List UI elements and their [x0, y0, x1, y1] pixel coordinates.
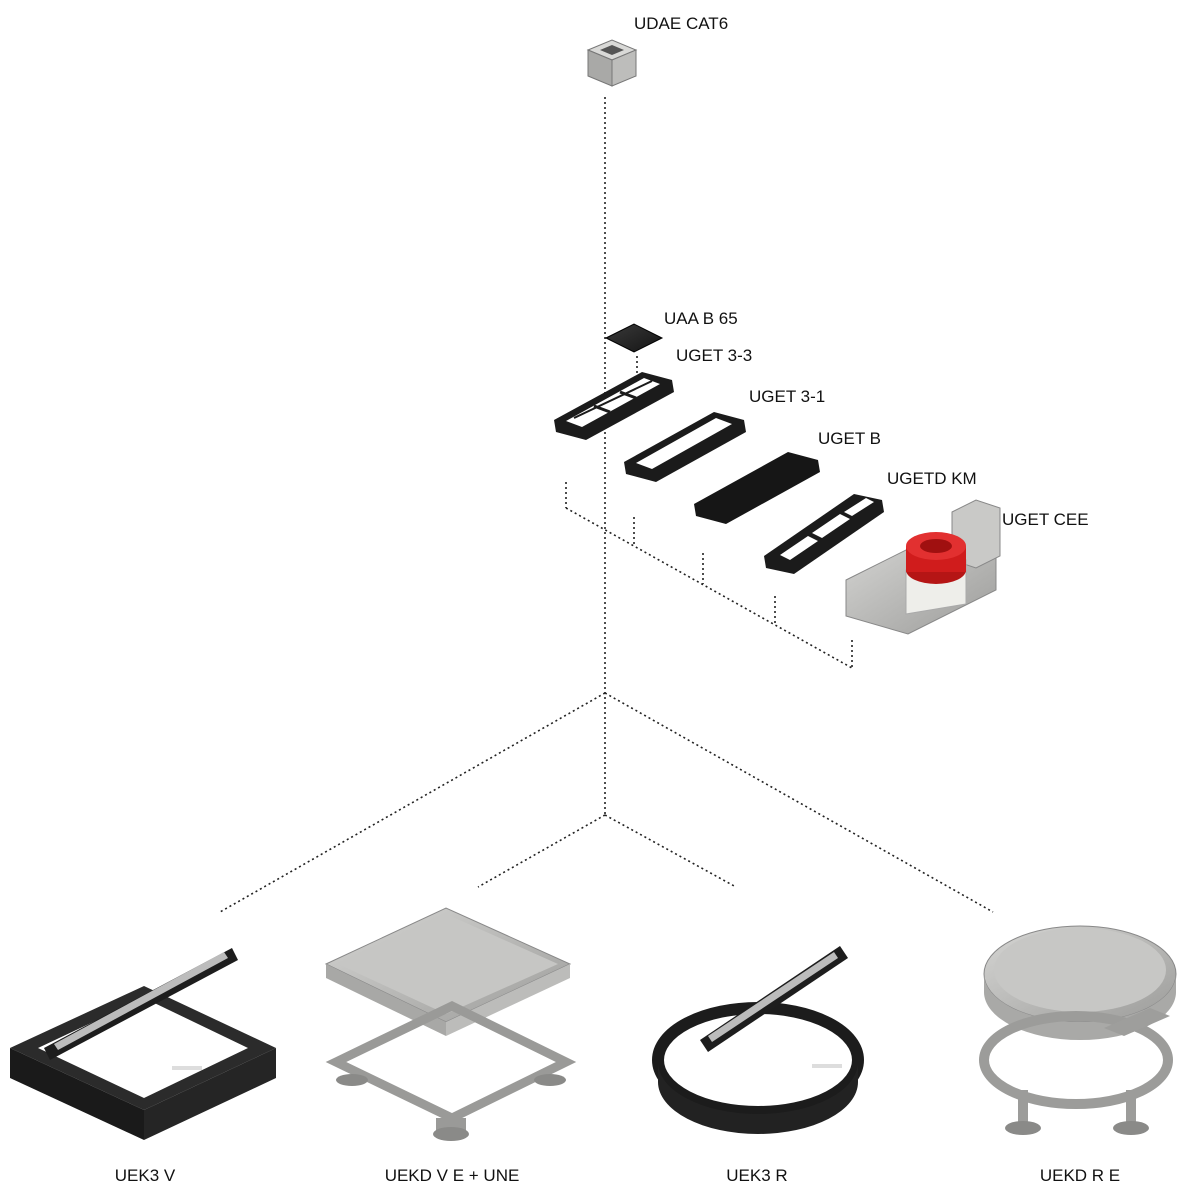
label-ugetd-km: UGETD KM — [887, 469, 977, 489]
label-uget-cee: UGET CEE — [1002, 510, 1089, 530]
uekd-v-e-une-box — [326, 908, 570, 1141]
uget-b-blank — [694, 452, 820, 524]
caption-uek3-v: UEK3 V — [70, 1166, 220, 1186]
ugetd-km-frame — [764, 494, 884, 574]
label-uget-3-1: UGET 3-1 — [749, 387, 825, 407]
uek3-v-box — [10, 948, 276, 1140]
uekd-r-e-box — [984, 926, 1176, 1135]
uaa-b65-plate — [606, 324, 662, 352]
udae-cat6-module — [588, 40, 636, 86]
uek3-r-box — [658, 946, 858, 1134]
label-udae-cat6: UDAE CAT6 — [634, 14, 728, 34]
label-uget-3-3: UGET 3-3 — [676, 346, 752, 366]
label-uget-b: UGET B — [818, 429, 881, 449]
caption-uekd-r-e: UEKD R E — [1000, 1166, 1160, 1186]
label-uaa-b65: UAA B 65 — [664, 309, 738, 329]
uget-3-3-frame — [554, 372, 674, 440]
caption-uekd-v-e-une: UEKD V E + UNE — [362, 1166, 542, 1186]
caption-uek3-r: UEK3 R — [682, 1166, 832, 1186]
uget-3-1-frame — [624, 412, 746, 482]
